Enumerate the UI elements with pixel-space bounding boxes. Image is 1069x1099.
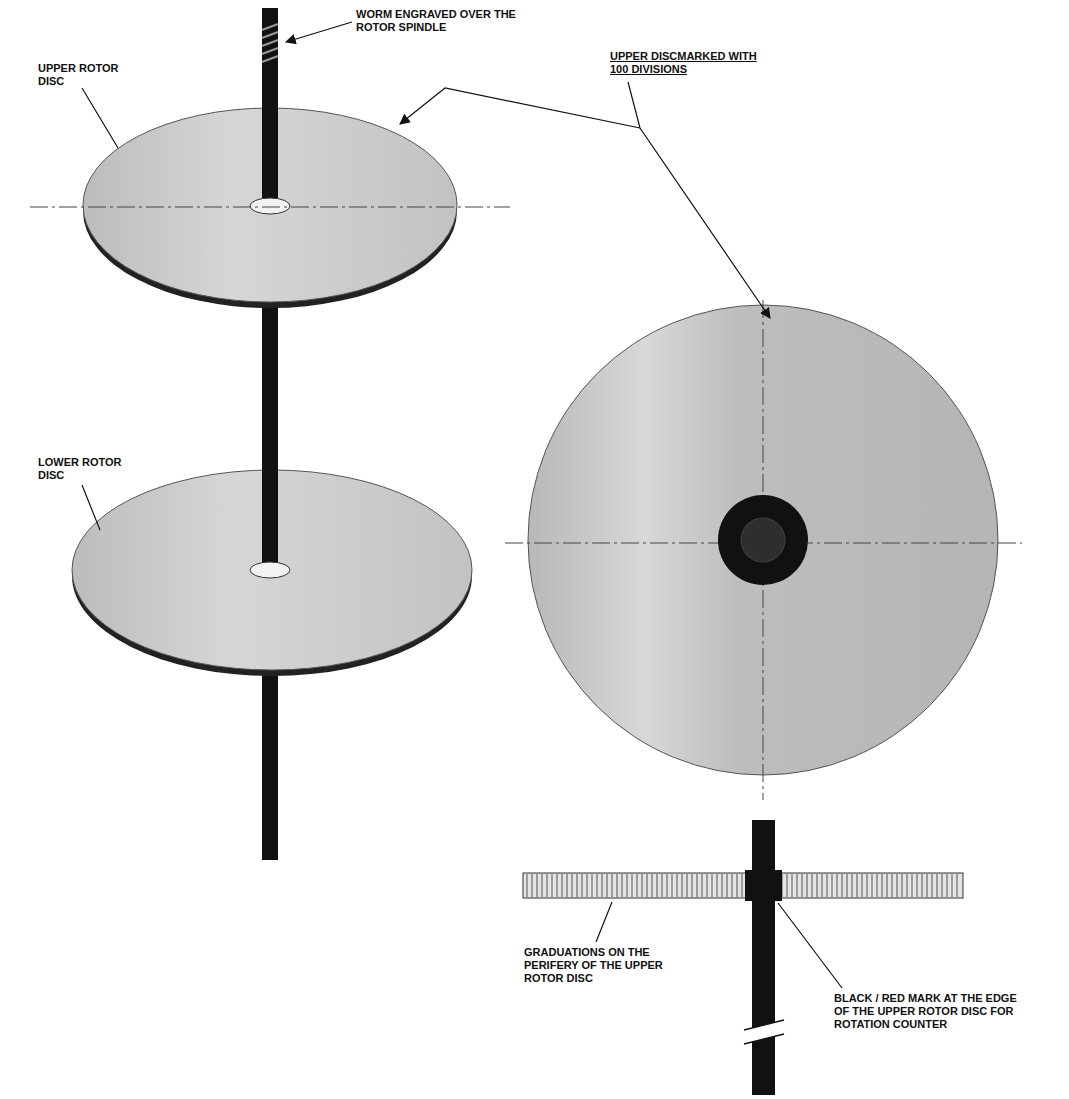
graduation-tick [922, 874, 923, 897]
graduation-tick [632, 874, 633, 897]
graduation-tick [822, 874, 823, 897]
graduation-tick [812, 874, 813, 897]
graduation-tick [627, 874, 628, 897]
graduation-tick [687, 874, 688, 897]
centre-line [30, 207, 510, 208]
callout-label: GRADUATIONS ON THE PERIFERY OF THE UPPER… [524, 946, 674, 985]
graduation-tick [847, 874, 848, 897]
graduation-tick [592, 874, 593, 897]
graduation-tick [552, 874, 553, 897]
graduation-tick [717, 874, 718, 897]
graduation-tick [802, 874, 803, 897]
graduation-tick [652, 874, 653, 897]
graduation-tick [672, 874, 673, 897]
graduation-tick [602, 874, 603, 897]
graduation-tick [832, 874, 833, 897]
graduation-tick [957, 874, 958, 897]
graduation-tick [707, 874, 708, 897]
graduation-tick [562, 874, 563, 897]
graduation-tick [727, 874, 728, 897]
graduation-tick [932, 874, 933, 897]
graduation-tick [897, 874, 898, 897]
graduation-tick [797, 874, 798, 897]
graduation-tick [862, 874, 863, 897]
graduation-tick [907, 874, 908, 897]
graduation-tick [917, 874, 918, 897]
graduation-tick [837, 874, 838, 897]
graduation-tick [817, 874, 818, 897]
graduation-tick [877, 874, 878, 897]
graduation-tick [622, 874, 623, 897]
graduation-tick [902, 874, 903, 897]
graduation-tick [892, 874, 893, 897]
graduation-tick [712, 874, 713, 897]
graduation-tick [872, 874, 873, 897]
graduation-tick [577, 874, 578, 897]
callout-label: BLACK / RED MARK AT THE EDGE OF THE UPPE… [834, 992, 1019, 1031]
graduation-tick [527, 874, 528, 897]
graduation-tick [937, 874, 938, 897]
rotor-spindle [262, 8, 278, 860]
graduation-tick [737, 874, 738, 897]
graduation-tick [807, 874, 808, 897]
graduation-tick [827, 874, 828, 897]
graduation-tick [557, 874, 558, 897]
callout-label: LOWER ROTOR DISC [38, 456, 128, 482]
graduation-tick [952, 874, 953, 897]
graduation-tick [567, 874, 568, 897]
worm-thread [262, 24, 278, 62]
graduation-tick [792, 874, 793, 897]
graduation-tick [947, 874, 948, 897]
upper-disc-plan-view [505, 300, 1022, 800]
graduation-tick [927, 874, 928, 897]
graduation-tick [587, 874, 588, 897]
graduation-tick [617, 874, 618, 897]
leader-lines [82, 22, 842, 988]
graduation-tick [702, 874, 703, 897]
graduation-tick [667, 874, 668, 897]
graduation-tick [842, 874, 843, 897]
graduation-tick [682, 874, 683, 897]
callout-label: UPPER DISCMARKED WITH 100 DIVISIONS [610, 50, 760, 76]
graduation-tick [882, 874, 883, 897]
graduation-tick [852, 874, 853, 897]
graduation-tick [662, 874, 663, 897]
graduation-tick [732, 874, 733, 897]
graduation-tick [657, 874, 658, 897]
graduation-tick [597, 874, 598, 897]
graduation-tick [582, 874, 583, 897]
graduation-tick [942, 874, 943, 897]
graduation-tick [867, 874, 868, 897]
callout-label: WORM ENGRAVED OVER THE ROTOR SPINDLE [356, 8, 526, 34]
graduation-tick [742, 874, 743, 897]
graduation-tick [647, 874, 648, 897]
graduated-edge-view [523, 820, 963, 1095]
graduation-tick [692, 874, 693, 897]
graduation-tick [857, 874, 858, 897]
graduation-tick [542, 874, 543, 897]
callout-label: UPPER ROTOR DISC [38, 62, 128, 88]
graduation-tick [547, 874, 548, 897]
graduation-tick [887, 874, 888, 897]
graduation-tick [677, 874, 678, 897]
graduation-tick [612, 874, 613, 897]
graduation-tick [642, 874, 643, 897]
graduation-tick [722, 874, 723, 897]
graduation-tick [572, 874, 573, 897]
graduation-tick [607, 874, 608, 897]
graduation-tick [912, 874, 913, 897]
graduation-tick [697, 874, 698, 897]
graduation-tick [532, 874, 533, 897]
graduation-tick [787, 874, 788, 897]
graduation-tick [637, 874, 638, 897]
graduation-tick [537, 874, 538, 897]
